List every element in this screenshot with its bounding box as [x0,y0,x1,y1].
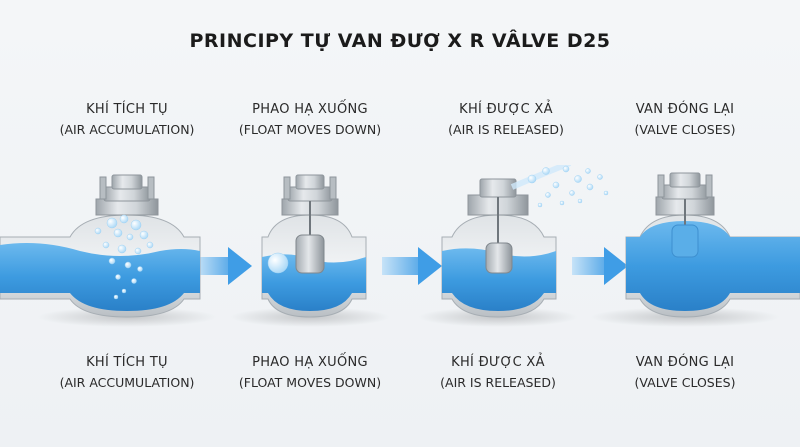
step-4-top-en: (VALVE CLOSES) [634,122,736,137]
step-3-bottom-vn: KHÍ ĐƯỢC XẢ [451,355,545,370]
step-3-top-en: (AIR IS RELEASED) [448,122,564,137]
step-4-bottom-vn: VAN ĐÓNG LẠI [635,355,735,370]
step-1-top-en: (AIR ACCUMULATION) [59,122,195,137]
valve-2 [230,174,390,327]
diagram-title: PRINCIPY TỰ VAN ĐƯỢ X R VÂLVE D25 [189,30,611,52]
step-3-bottom-label: KHÍ ĐƯỢC XẢ (AIR IS RELEASED) [408,353,588,393]
step-1-bottom-label: KHÍ TÍCH TỤ (AIR ACCUMULATION) [37,353,217,393]
step-4-top-vn: VAN ĐÓNG LẠI [635,102,735,117]
arrow-1-icon [196,247,252,285]
float-icon [671,224,699,258]
arrow-3-icon [572,247,628,285]
valve-4 [590,172,800,327]
step-2-top-en: (FLOAT MOVES DOWN) [238,122,382,137]
step-2-bottom-label: PHAO HẠ XUỐNG (FLOAT MOVES DOWN) [220,353,400,393]
flow-arrows [196,247,628,285]
step-2-top-vn: PHAO HẠ XUỐNG [252,102,368,117]
step-2-bottom-vn: PHAO HẠ XUỐNG [252,355,368,370]
step-4-top-label: VAN ĐÓNG LẠI (VALVE CLOSES) [595,100,775,140]
step-4-bottom-en: (VALVE CLOSES) [634,375,736,390]
step-2-top-label: PHAO HẠ XUỐNG (FLOAT MOVES DOWN) [220,100,400,140]
step-2-bottom-en: (FLOAT MOVES DOWN) [238,375,382,390]
step-3-top-vn: KHÍ ĐƯỢC XẢ [459,102,553,117]
valve-diagram [0,165,800,327]
step-3-bottom-en: (AIR IS RELEASED) [440,375,556,390]
step-1-bottom-en: (AIR ACCUMULATION) [59,375,195,390]
step-1-bottom-vn: KHÍ TÍCH TỤ [86,355,168,370]
valve-3 [418,165,609,327]
valve-1 [0,174,217,327]
step-1-top-vn: KHÍ TÍCH TỤ [86,102,168,117]
float-icon [295,234,325,274]
step-4-bottom-label: VAN ĐÓNG LẠI (VALVE CLOSES) [595,353,775,393]
arrow-2-icon [382,247,442,285]
step-1-top-label: KHÍ TÍCH TỤ (AIR ACCUMULATION) [37,100,217,140]
step-3-top-label: KHÍ ĐƯỢC XẢ (AIR IS RELEASED) [416,100,596,140]
float-icon [485,242,513,274]
